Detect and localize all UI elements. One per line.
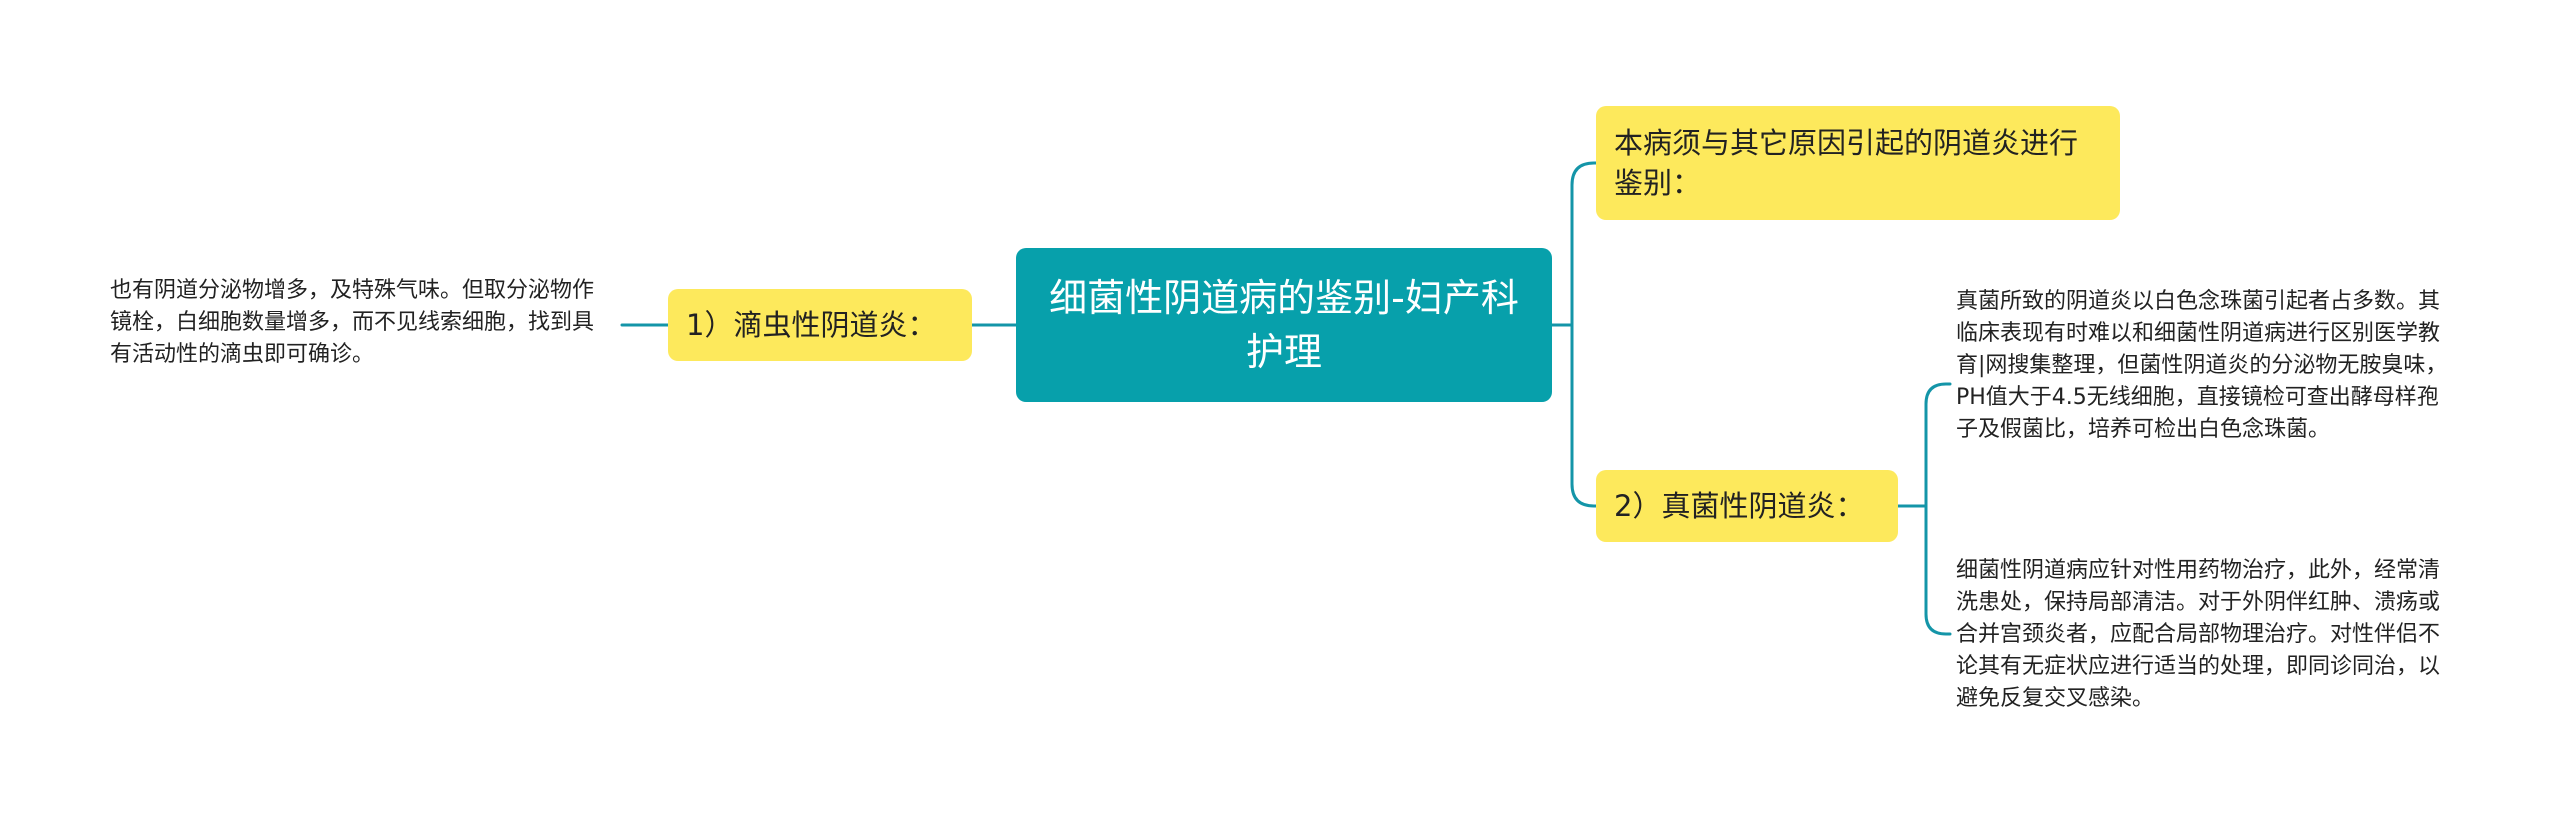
root-title: 细菌性阴道病的鉴别-妇产科护理 (1049, 276, 1519, 374)
topic-differential-label: 本病须与其它原因引起的阴道炎进行鉴别： (1614, 126, 2079, 200)
connector-root-right (1550, 161, 1598, 508)
detail-trichomonas-vaginitis: 也有阴道分泌物增多，及特殊气味。但取分泌物作镜栓，白细胞数量增多，而不见线索细胞… (110, 275, 610, 371)
topic-fungal-label: 2）真菌性阴道炎： (1614, 489, 1865, 523)
detail-trichomonas-text: 也有阴道分泌物增多，及特殊气味。但取分泌物作镜栓，白细胞数量增多，而不见线索细胞… (110, 278, 595, 367)
root-topic[interactable]: 细菌性阴道病的鉴别-妇产科护理 (1016, 248, 1552, 402)
detail-fungal-vaginitis: 真菌所致的阴道炎以白色念珠菌引起者占多数。其临床表现有时难以和细菌性阴道病进行区… (1956, 286, 2456, 446)
connector-bottom-leaves (1896, 382, 1952, 636)
topic-trichomonas-vaginitis[interactable]: 1）滴虫性阴道炎： (668, 289, 972, 361)
topic-differential-diagnosis[interactable]: 本病须与其它原因引起的阴道炎进行鉴别： (1596, 106, 2120, 220)
detail-fungal-text: 真菌所致的阴道炎以白色念珠菌引起者占多数。其临床表现有时难以和细菌性阴道病进行区… (1956, 289, 2448, 442)
topic-trichomonas-label: 1）滴虫性阴道炎： (686, 308, 937, 342)
detail-treatment: 细菌性阴道病应针对性用药物治疗，此外，经常清洗患处，保持局部清洁。对于外阴伴红肿… (1956, 555, 2456, 715)
topic-fungal-vaginitis[interactable]: 2）真菌性阴道炎： (1596, 470, 1898, 542)
detail-treatment-text: 细菌性阴道病应针对性用药物治疗，此外，经常清洗患处，保持局部清洁。对于外阴伴红肿… (1956, 558, 2441, 711)
